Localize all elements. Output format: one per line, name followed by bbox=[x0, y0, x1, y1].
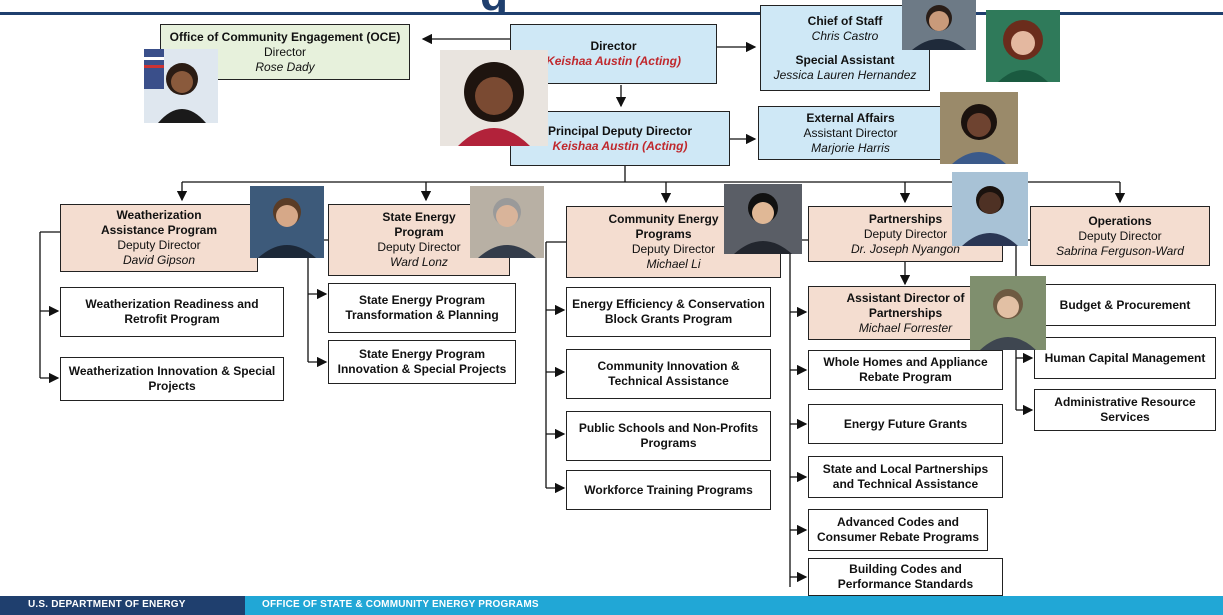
sep-role: Deputy Director bbox=[377, 240, 461, 254]
external-title: External Affairs bbox=[806, 110, 895, 125]
portrait-ward-lonz bbox=[470, 186, 544, 258]
external-affairs-box: External Affairs Assistant Director Marj… bbox=[758, 106, 943, 160]
unit-advanced-codes: Advanced Codes and Consumer Rebate Progr… bbox=[808, 509, 988, 551]
portrait-joseph-nyangon bbox=[952, 172, 1028, 246]
unit-budget-procurement: Budget & Procurement bbox=[1034, 284, 1216, 326]
portrait-keishaa-austin bbox=[440, 50, 548, 146]
portrait-chris-castro bbox=[902, 0, 976, 50]
unit-public-schools: Public Schools and Non-Profits Programs bbox=[566, 411, 771, 461]
pdd-name: Keishaa Austin (Acting) bbox=[552, 138, 688, 153]
unit-human-capital: Human Capital Management bbox=[1034, 337, 1216, 379]
director-name: Keishaa Austin (Acting) bbox=[546, 54, 681, 68]
unit-building-codes: Building Codes and Performance Standards bbox=[808, 558, 1003, 596]
portrait-marjorie-harris bbox=[940, 92, 1018, 164]
partnerships-role: Deputy Director bbox=[863, 226, 948, 241]
external-role: Assistant Director bbox=[803, 125, 898, 140]
operations-name: Sabrina Ferguson-Ward bbox=[1056, 243, 1184, 258]
unit-whole-homes: Whole Homes and Appliance Rebate Program bbox=[808, 350, 1003, 390]
portrait-michael-li bbox=[724, 184, 802, 254]
unit-eecbg: Energy Efficiency & Conservation Block G… bbox=[566, 287, 771, 337]
wap-name: David Gipson bbox=[122, 253, 196, 267]
sep-title: State Energy Program bbox=[382, 210, 456, 239]
unit-administrative-resource: Administrative Resource Services bbox=[1034, 389, 1216, 431]
unit-weatherization-readiness: Weatherization Readiness and Retrofit Pr… bbox=[60, 287, 284, 337]
operations-role: Deputy Director bbox=[1078, 228, 1162, 243]
unit-community-innovation: Community Innovation & Technical Assista… bbox=[566, 349, 771, 399]
partnerships-title: Partnerships bbox=[868, 211, 943, 226]
cep-role: Deputy Director bbox=[631, 242, 716, 256]
footer-left-panel bbox=[0, 596, 245, 615]
footer-doe-label: U.S. DEPARTMENT OF ENERGY bbox=[28, 599, 186, 610]
unit-state-local-partnerships: State and Local Partnerships and Technic… bbox=[808, 456, 1003, 498]
wap-box: Weatherization Assistance Program Deputy… bbox=[60, 204, 258, 272]
director-title: Director bbox=[590, 39, 637, 53]
adp-title: Assistant Director of Partnerships bbox=[846, 290, 965, 320]
unit-sep-transformation: State Energy Program Transformation & Pl… bbox=[328, 283, 516, 333]
chief-of-staff-box: Chief of Staff Chris Castro Special Assi… bbox=[760, 5, 930, 91]
wap-title: Weatherization Assistance Program bbox=[100, 208, 218, 237]
portrait-rose-dady bbox=[144, 49, 218, 123]
portrait-michael-forrester bbox=[970, 276, 1046, 350]
wap-role: Deputy Director bbox=[117, 238, 201, 252]
footer-office-label: OFFICE OF STATE & COMMUNITY ENERGY PROGR… bbox=[262, 599, 539, 610]
chief-name: Chris Castro bbox=[811, 28, 879, 43]
special-assistant-title: Special Assistant bbox=[795, 52, 895, 67]
external-name: Marjorie Harris bbox=[811, 140, 890, 155]
operations-box: Operations Deputy Director Sabrina Fergu… bbox=[1030, 206, 1210, 266]
sep-name: Ward Lonz bbox=[390, 255, 448, 269]
portrait-david-gipson bbox=[250, 186, 324, 258]
special-assistant-name: Jessica Lauren Hernandez bbox=[773, 67, 917, 82]
adp-name: Michael Forrester bbox=[858, 320, 953, 335]
unit-sep-innovation: State Energy Program Innovation & Specia… bbox=[328, 340, 516, 384]
oce-role: Director bbox=[263, 44, 306, 59]
partnerships-name: Dr. Joseph Nyangon bbox=[851, 241, 960, 256]
footer-bar: U.S. DEPARTMENT OF ENERGY OFFICE OF STAT… bbox=[0, 596, 1223, 615]
oce-box: Office of Community Engagement (OCE) Dir… bbox=[160, 24, 410, 80]
pdd-title: Principal Deputy Director bbox=[547, 123, 693, 138]
unit-weatherization-innovation: Weatherization Innovation & Special Proj… bbox=[60, 357, 284, 401]
operations-title: Operations bbox=[1088, 213, 1152, 228]
chief-title: Chief of Staff bbox=[807, 13, 883, 28]
portrait-jessica-hernandez bbox=[986, 10, 1060, 82]
unit-energy-future-grants: Energy Future Grants bbox=[808, 404, 1003, 444]
header-rule bbox=[0, 12, 1223, 15]
cep-name: Michael Li bbox=[646, 257, 701, 271]
page-title-fragment: g bbox=[480, 0, 570, 12]
cep-title: Community Energy Programs bbox=[608, 212, 719, 241]
unit-workforce-training: Workforce Training Programs bbox=[566, 470, 771, 510]
oce-title: Office of Community Engagement (OCE) bbox=[169, 29, 401, 44]
oce-name: Rose Dady bbox=[255, 59, 315, 74]
